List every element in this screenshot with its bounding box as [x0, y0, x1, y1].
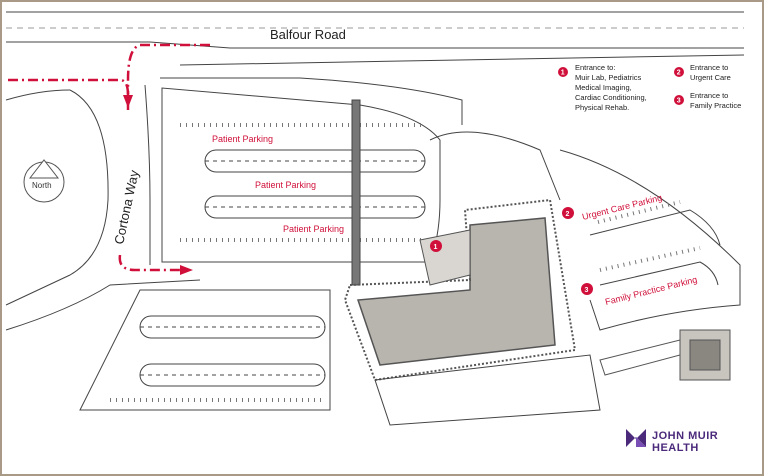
brand-mark-icon: [626, 429, 646, 447]
svg-text:2: 2: [677, 70, 681, 77]
legend-3-line-2: Family Practice: [690, 101, 741, 110]
parking-lot-right: [429, 131, 741, 331]
svg-text:3: 3: [677, 98, 681, 105]
legend-marker-1: [558, 67, 568, 77]
legend-1-line-5: Physical Rehab.: [575, 103, 629, 112]
cortona-way: [5, 84, 201, 331]
balfour-road: [6, 11, 745, 125]
legend-3-line-1: Entrance to: [690, 91, 728, 100]
legend-1-line-2: Muir Lab, Pediatrics: [575, 73, 642, 82]
legend-marker-3: [674, 95, 684, 105]
legend: 1 Entrance to: Muir Lab, Pediatrics Medi…: [558, 63, 741, 112]
parking-lot-bottom: [79, 289, 331, 411]
route-arrows: [8, 43, 210, 272]
legend-2-line-2: Urgent Care: [690, 73, 731, 82]
patient-parking-label-1: Patient Parking: [212, 134, 273, 144]
entrance-marker-3: 3: [581, 283, 593, 295]
courtyard: [599, 329, 731, 381]
patient-parking-label-3: Patient Parking: [283, 224, 344, 234]
medical-building: [343, 198, 601, 426]
entrance-marker-2: 2: [562, 207, 574, 219]
john-muir-health-logo: JOHN MUIR HEALTH: [626, 429, 718, 454]
patient-parking-label-2: Patient Parking: [255, 180, 316, 190]
arrow-head-down: [123, 95, 133, 108]
svg-text:2: 2: [566, 211, 570, 218]
entrance-marker-1: 1: [430, 240, 442, 252]
brand-line-1: JOHN MUIR: [652, 430, 718, 442]
balfour-road-label: Balfour Road: [270, 27, 346, 42]
svg-text:1: 1: [561, 70, 565, 77]
parking-lot-top: [161, 87, 441, 286]
legend-marker-2: [674, 67, 684, 77]
north-label: North: [32, 181, 52, 190]
legend-1-line-1: Entrance to:: [575, 63, 615, 72]
brand-line-2: HEALTH: [652, 442, 699, 454]
legend-1-line-3: Medical Imaging,: [575, 83, 632, 92]
arrow-head-right: [180, 265, 193, 275]
north-compass-icon: North: [23, 159, 65, 203]
legend-2-line-1: Entrance to: [690, 63, 728, 72]
svg-text:1: 1: [434, 244, 438, 251]
legend-1-line-4: Cardiac Conditioning,: [575, 93, 647, 102]
svg-text:3: 3: [585, 287, 589, 294]
